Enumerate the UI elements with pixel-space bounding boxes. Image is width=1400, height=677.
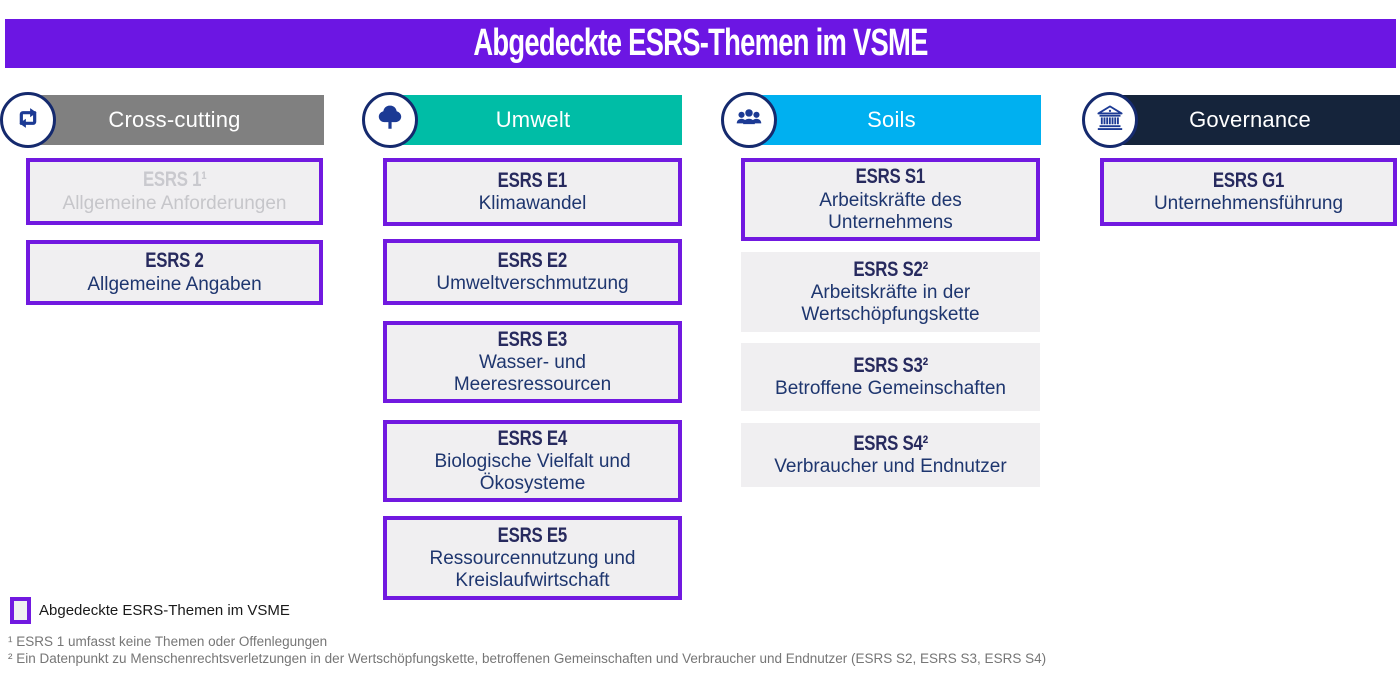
topic-box-esrs-e4: ESRS E4 Biologische Vielfalt und Ökosyst… xyxy=(383,420,682,502)
topic-box-esrs-1: ESRS 1¹ Allgemeine Anforderungen xyxy=(26,158,323,225)
legend-label: Abgedeckte ESRS-Themen im VSME xyxy=(39,602,290,619)
column-label-umwelt: Umwelt xyxy=(495,107,571,132)
column-label-soziales: Soils xyxy=(867,107,916,132)
repeat-icon xyxy=(12,102,44,139)
topic-code: ESRS E4 xyxy=(497,426,568,450)
topic-code: ESRS S3² xyxy=(853,353,928,377)
column-header-umwelt: Umwelt xyxy=(384,95,682,145)
topic-box-esrs-2: ESRS 2 Allgemeine Angaben xyxy=(26,240,323,305)
topic-code: ESRS S2² xyxy=(853,257,928,281)
topic-code: ESRS E2 xyxy=(497,248,568,272)
page-title: Abgedeckte ESRS-Themen im VSME xyxy=(473,22,928,64)
topic-box-esrs-e2: ESRS E2 Umweltverschmutzung xyxy=(383,239,682,305)
topic-code: ESRS S1 xyxy=(855,165,926,189)
column-header-cross-cutting: Cross-cutting xyxy=(25,95,324,145)
topic-code: ESRS G1 xyxy=(1212,168,1285,192)
topic-box-esrs-e3: ESRS E3 Wasser- und Meeresressourcen xyxy=(383,321,682,403)
column-header-governance: Governance xyxy=(1100,95,1400,145)
tree-icon xyxy=(374,102,406,139)
topic-code: ESRS E5 xyxy=(497,523,568,547)
topic-name: Allgemeine Anforderungen xyxy=(62,192,287,214)
topic-code: ESRS 2 xyxy=(145,249,204,273)
topic-box-esrs-s1: ESRS S1 Arbeitskräfte des Unternehmens xyxy=(741,158,1040,241)
topic-code: ESRS 1¹ xyxy=(142,168,207,192)
topic-code: ESRS E3 xyxy=(497,327,568,351)
umwelt-circle xyxy=(362,92,418,148)
topic-box-esrs-g1: ESRS G1 Unternehmensführung xyxy=(1100,158,1397,226)
topic-name: Umweltverschmutzung xyxy=(436,273,629,295)
topic-name: Verbraucher und Endnutzer xyxy=(774,456,1007,478)
bank-icon xyxy=(1093,101,1127,140)
topic-name: Ressourcennutzung und Kreislaufwirtschaf… xyxy=(429,548,636,592)
topic-code: ESRS E1 xyxy=(497,168,568,192)
soziales-circle xyxy=(721,92,777,148)
column-header-soziales: Soils xyxy=(742,95,1041,145)
topic-box-esrs-e5: ESRS E5 Ressourcennutzung und Kreislaufw… xyxy=(383,516,682,600)
footnote-1: ¹ ESRS 1 umfasst keine Themen oder Offen… xyxy=(8,634,328,649)
governance-circle xyxy=(1082,92,1138,148)
cross-cutting-circle xyxy=(0,92,56,148)
topic-name: Arbeitskräfte des Unternehmens xyxy=(819,189,962,233)
footnotes: ¹ ESRS 1 umfasst keine Themen oder Offen… xyxy=(8,634,1046,667)
column-label-cross-cutting: Cross-cutting xyxy=(108,107,241,132)
topic-box-esrs-e1: ESRS E1 Klimawandel xyxy=(383,158,682,226)
topic-box-esrs-s3: ESRS S3² Betroffene Gemeinschaften xyxy=(741,343,1040,411)
column-label-governance: Governance xyxy=(1189,107,1311,132)
topic-name: Biologische Vielfalt und Ökosysteme xyxy=(434,451,631,495)
topic-name: Betroffene Gemeinschaften xyxy=(775,378,1006,400)
topic-name: Unternehmensführung xyxy=(1153,193,1344,215)
topic-box-esrs-s2: ESRS S2² Arbeitskräfte in der Wertschöpf… xyxy=(741,252,1040,332)
topic-name: Wasser- und Meeresressourcen xyxy=(453,352,612,396)
legend-covered-swatch xyxy=(10,597,31,624)
topic-box-esrs-s4: ESRS S4² Verbraucher und Endnutzer xyxy=(741,423,1040,487)
footnote-2: ² Ein Datenpunkt zu Menschenrechtsverlet… xyxy=(8,650,1047,666)
topic-name: Klimawandel xyxy=(478,193,587,215)
topic-code: ESRS S4² xyxy=(853,431,928,455)
topic-name: Arbeitskräfte in der Wertschöpfungskette xyxy=(801,282,980,326)
people-icon xyxy=(733,102,765,139)
legend: Abgedeckte ESRS-Themen im VSME xyxy=(10,597,290,624)
topic-name: Allgemeine Angaben xyxy=(87,273,262,295)
page-title-banner: Abgedeckte ESRS-Themen im VSME xyxy=(5,19,1396,68)
